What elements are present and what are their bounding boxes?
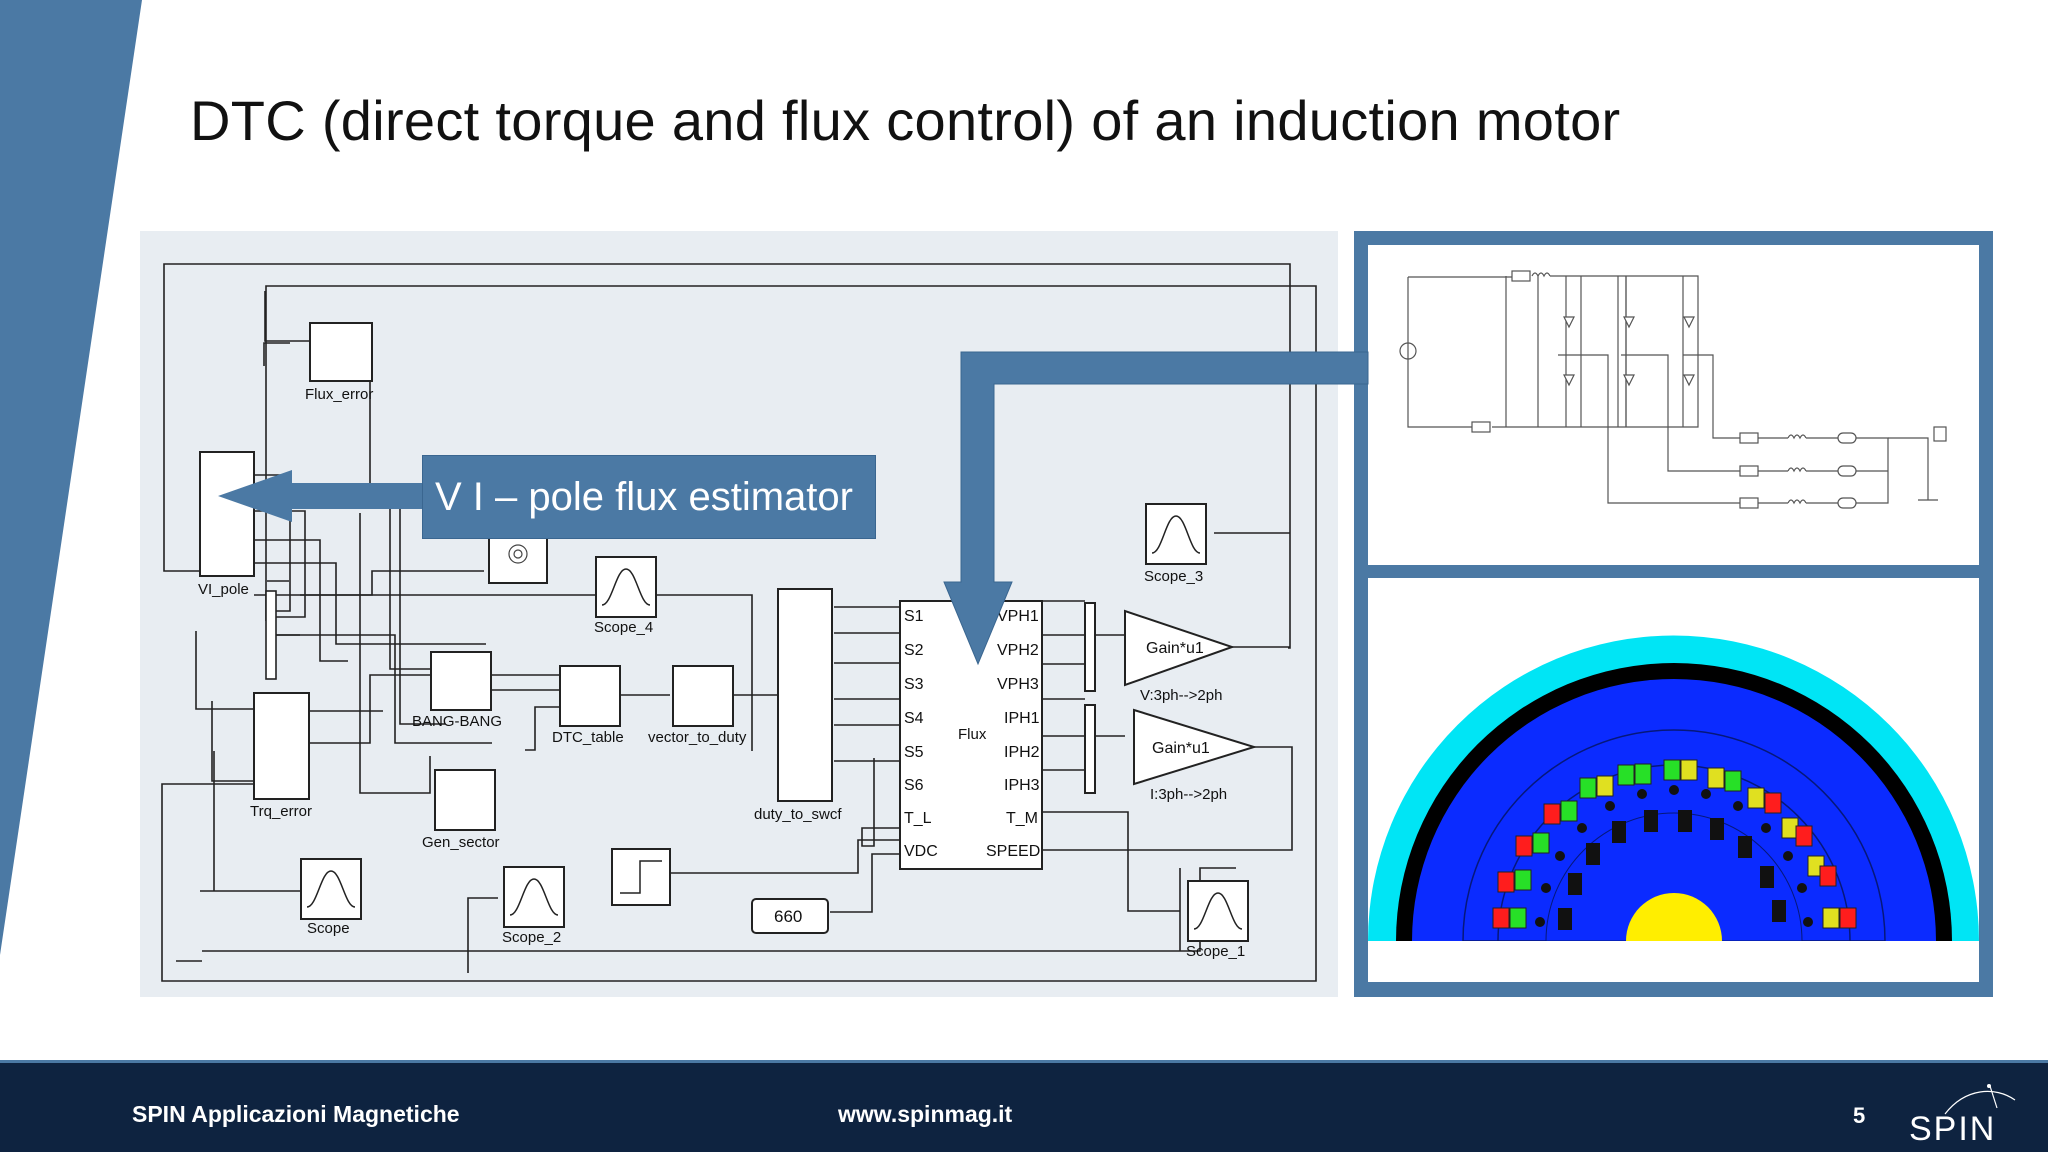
gain-v-block: Gain*u1 [1146, 640, 1204, 657]
constant-660: 660 [774, 907, 802, 926]
flux-output-port: VPH2 [997, 642, 1039, 659]
flux-output-port: IPH3 [1004, 777, 1040, 794]
scope-2-label: Scope_2 [502, 929, 561, 946]
scope-3-block [1145, 503, 1207, 565]
flux-output-port: IPH2 [1004, 744, 1040, 761]
gain-i-block: Gain*u1 [1152, 740, 1210, 757]
page-number: 5 [1853, 1103, 1866, 1128]
flux-error-label: Flux_error [305, 386, 373, 403]
flux-estimator-callout: V I – pole flux estimator [422, 455, 876, 539]
dtc-table-label: DTC_table [552, 729, 624, 746]
vi-pole-label: VI_pole [198, 581, 249, 598]
spin-logo-text: SPIN [1909, 1110, 1996, 1148]
scope-4-block [595, 556, 657, 618]
flux-output-port: VPH3 [997, 676, 1039, 693]
slide-title: DTC (direct torque and flux control) of … [190, 89, 1621, 152]
scope-label: Scope [307, 920, 350, 937]
duty-to-swcf-label: duty_to_swcf [754, 806, 842, 823]
trq-error-label: Trq_error [250, 803, 312, 820]
flux-input-port: S6 [904, 777, 924, 794]
side-accent-band [0, 0, 142, 955]
arrow-to-vi-pole [218, 470, 422, 522]
step-block [611, 848, 671, 906]
vector-to-duty-label: vector_to_duty [648, 729, 747, 746]
scope-3-label: Scope_3 [1144, 568, 1203, 585]
footer-url[interactable]: www.spinmag.it [838, 1101, 1013, 1127]
flux-input-port: S1 [904, 608, 924, 625]
flux-input-port: S4 [904, 710, 924, 727]
annotation-arrows [218, 351, 1369, 666]
gain-v-label: V:3ph-->2ph [1140, 687, 1222, 704]
flux-output-port: IPH1 [1004, 710, 1040, 727]
spin-logo: SPIN [1909, 1084, 2016, 1148]
footer [0, 1063, 2048, 1152]
flux-output-port: T_M [1006, 810, 1038, 827]
scope-4-label: Scope_4 [594, 619, 653, 636]
flux-input-port: VDC [904, 843, 938, 860]
footer-company: SPIN Applicazioni Magnetiche [132, 1101, 460, 1127]
scope-block [300, 858, 362, 920]
scope-1-block [1187, 880, 1249, 942]
flux-input-port: S2 [904, 642, 924, 659]
inverter-circuit-schematic [1368, 245, 1979, 565]
flux-block-label: Flux [958, 726, 987, 743]
flux-input-port: S5 [904, 744, 924, 761]
flux-input-port: T_L [904, 810, 932, 827]
scope-1-label: Scope_1 [1186, 943, 1245, 960]
motor-fem-cross-section [1368, 578, 1979, 982]
arrow-to-flux-block [943, 351, 1369, 666]
flux-output-port: VPH1 [997, 608, 1039, 625]
scope-2-block [503, 866, 565, 928]
flux-input-port: S3 [904, 676, 924, 693]
flux-output-port: SPEED [986, 843, 1040, 860]
gen-sector-label: Gen_sector [422, 834, 500, 851]
gain-i-label: I:3ph-->2ph [1150, 786, 1227, 803]
bang-bang-label: BANG-BANG [412, 713, 502, 730]
